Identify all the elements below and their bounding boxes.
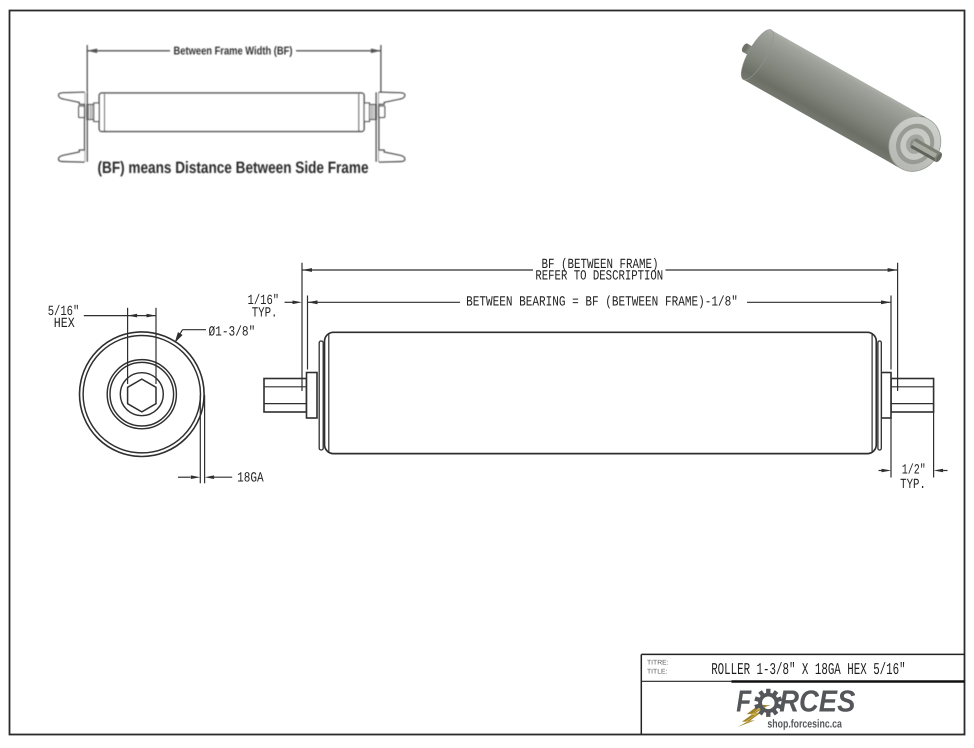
- svg-text:shop.forcesinc.ca: shop.forcesinc.ca: [767, 719, 842, 731]
- svg-text:(BF) means Distance Between Si: (BF) means Distance Between Side Frame: [98, 159, 369, 177]
- svg-text:TYP.: TYP.: [900, 477, 926, 493]
- svg-text:Ø1-3/8": Ø1-3/8": [209, 324, 256, 340]
- svg-text:1/2": 1/2": [902, 463, 926, 479]
- svg-text:5/16": 5/16": [48, 304, 80, 320]
- svg-text:BF (BETWEEN FRAME): BF (BETWEEN FRAME): [542, 257, 659, 273]
- svg-text:ROLLER 1-3/8" X 18GA HEX 5/16": ROLLER 1-3/8" X 18GA HEX 5/16": [711, 660, 905, 679]
- svg-text:1/16": 1/16": [248, 293, 280, 309]
- svg-text:Between Frame Width (BF): Between Frame Width (BF): [174, 46, 293, 58]
- svg-text:REFER TO DESCRIPTION: REFER TO DESCRIPTION: [535, 269, 663, 285]
- svg-text:RCES: RCES: [779, 685, 856, 719]
- svg-text:TITRE:: TITRE:: [647, 660, 669, 667]
- svg-text:F: F: [736, 685, 752, 719]
- svg-text:TITLE:: TITLE:: [647, 668, 668, 675]
- svg-text:HEX: HEX: [54, 316, 75, 332]
- svg-text:TYP.: TYP.: [252, 305, 278, 321]
- svg-text:BETWEEN BEARING = BF (BETWEEN: BETWEEN BEARING = BF (BETWEEN FRAME)-1/8…: [466, 295, 738, 311]
- svg-text:18GA: 18GA: [237, 470, 264, 486]
